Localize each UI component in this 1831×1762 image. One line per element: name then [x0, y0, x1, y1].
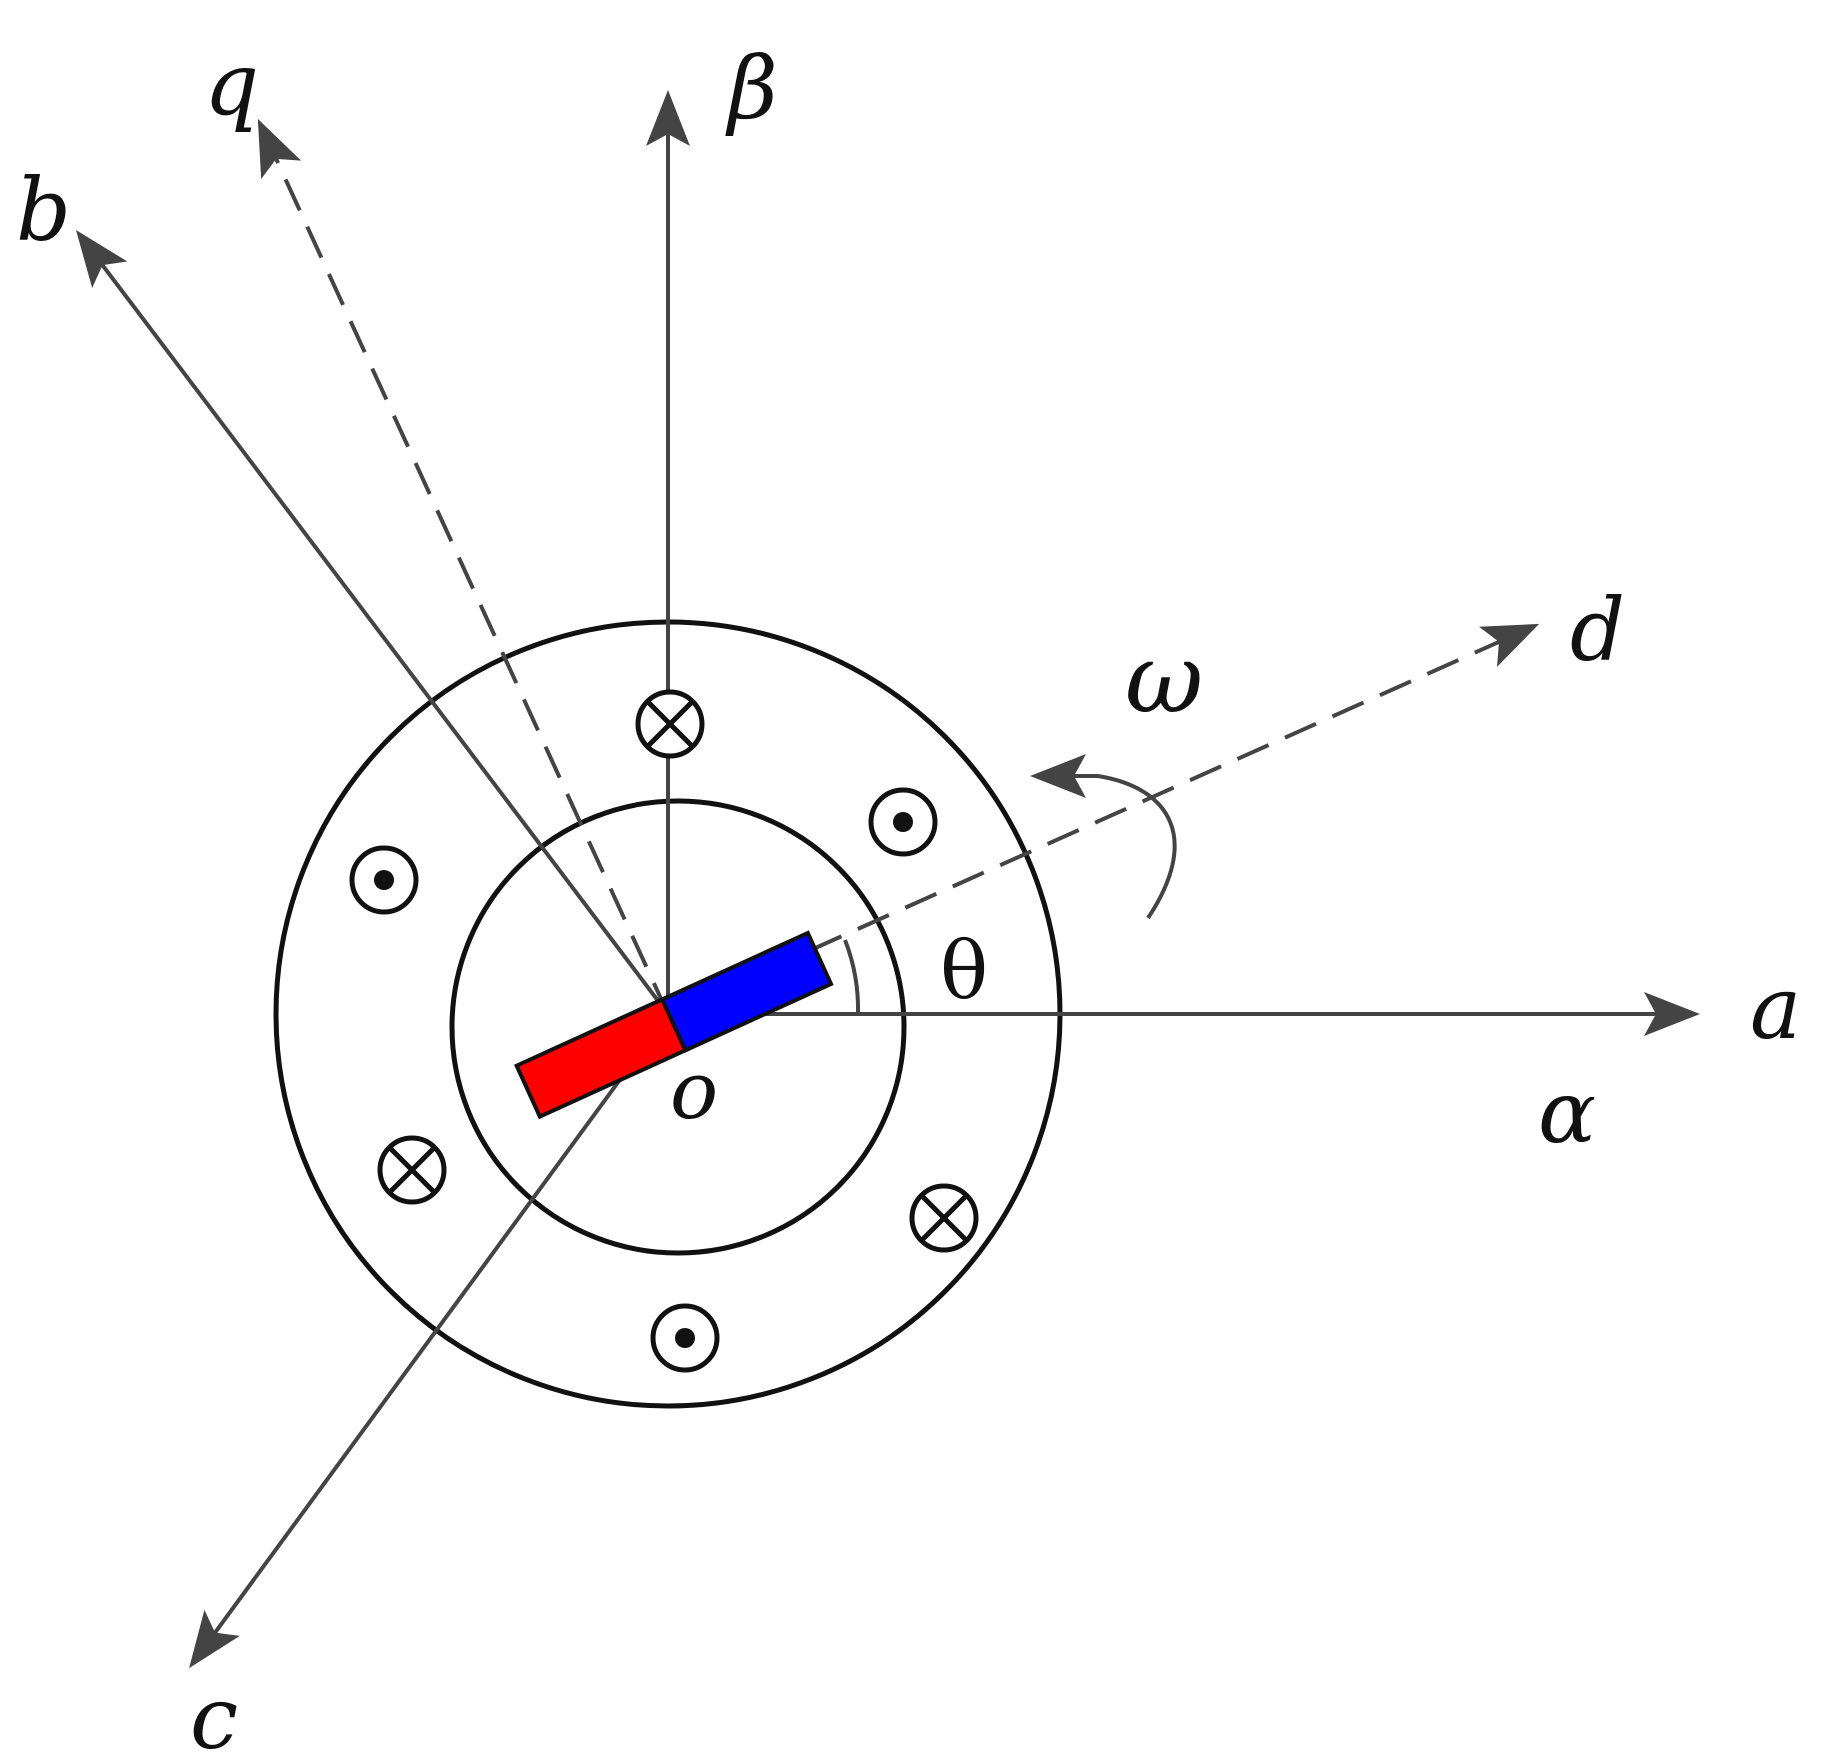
axis-c: [189, 1012, 670, 1669]
winding-symbol-lower-right: [909, 1183, 979, 1253]
label-origin: o: [670, 1044, 718, 1137]
theta-arc: [843, 939, 861, 1015]
rotor-magnet: [513, 930, 834, 1120]
winding-symbol-bottom: [650, 1303, 720, 1373]
label-omega: ω: [1125, 623, 1203, 735]
axis-q: [257, 118, 670, 1015]
winding-symbol-upper-right: [868, 787, 938, 857]
label-alpha: α: [1538, 1063, 1596, 1163]
dot-icon: [893, 812, 913, 832]
label-b: b: [16, 161, 71, 261]
rotor-inner-circle: [449, 798, 907, 1256]
label-c: c: [190, 1669, 238, 1762]
winding-symbol-left: [349, 845, 419, 915]
axis-b: [75, 230, 670, 1016]
label-theta: θ: [940, 924, 988, 1017]
magnet-north-pole: [513, 996, 689, 1120]
magnet-south-pole: [659, 930, 834, 1053]
label-q: q: [204, 35, 259, 135]
label-beta: β: [725, 39, 778, 139]
label-d: d: [1570, 581, 1625, 681]
omega-arc-icon: [1030, 754, 1177, 920]
winding-symbol-lower-left: [377, 1135, 447, 1205]
dot-icon: [675, 1328, 695, 1348]
label-a: a: [1750, 959, 1801, 1059]
dot-icon: [374, 870, 394, 890]
winding-symbol-top: [635, 689, 705, 759]
